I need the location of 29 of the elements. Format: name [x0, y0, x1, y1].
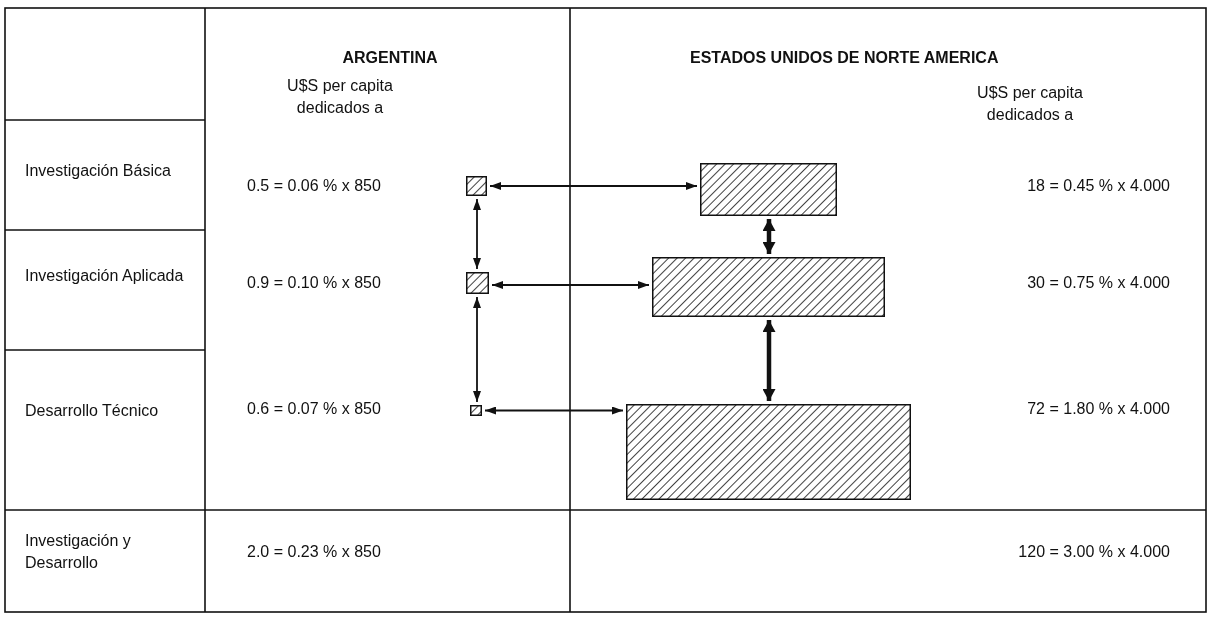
- hatched-bar: [470, 405, 482, 416]
- column-heading: ESTADOS UNIDOS DE NORTE AMERICA: [690, 48, 1000, 68]
- double-arrow: [484, 406, 624, 415]
- value-text: 72 = 1.80 % x 4.000: [1026, 399, 1170, 419]
- hatched-bar: [466, 272, 489, 294]
- double-arrow: [762, 320, 776, 401]
- hatched-bar: [626, 404, 911, 500]
- value-text: 0.6 = 0.07 % x 850: [247, 399, 382, 419]
- hatched-bar: [700, 163, 837, 216]
- hatched-bar: [466, 176, 487, 196]
- column-subheading: U$S per capita dedicados a: [286, 76, 394, 118]
- double-arrow: [762, 219, 776, 254]
- column-subheading: U$S per capita dedicados a: [976, 83, 1084, 125]
- value-text: 18 = 0.45 % x 4.000: [1026, 176, 1170, 196]
- row-heading: Investigación Aplicada: [25, 266, 185, 286]
- double-arrow: [473, 296, 481, 403]
- column-heading: ARGENTINA: [341, 48, 439, 68]
- double-arrow: [473, 198, 481, 270]
- double-arrow: [491, 281, 650, 289]
- row-heading: Investigación Básica: [25, 161, 172, 181]
- row-heading: Desarrollo Técnico: [25, 401, 160, 421]
- double-arrow: [489, 182, 698, 190]
- value-text: 120 = 3.00 % x 4.000: [1017, 542, 1170, 562]
- value-text: 30 = 0.75 % x 4.000: [1026, 273, 1170, 293]
- hatched-bar: [652, 257, 885, 317]
- row-heading: Investigación y Desarrollo: [25, 531, 132, 573]
- value-text: 0.5 = 0.06 % x 850: [247, 176, 382, 196]
- value-text: 2.0 = 0.23 % x 850: [247, 542, 382, 562]
- value-text: 0.9 = 0.10 % x 850: [247, 273, 382, 293]
